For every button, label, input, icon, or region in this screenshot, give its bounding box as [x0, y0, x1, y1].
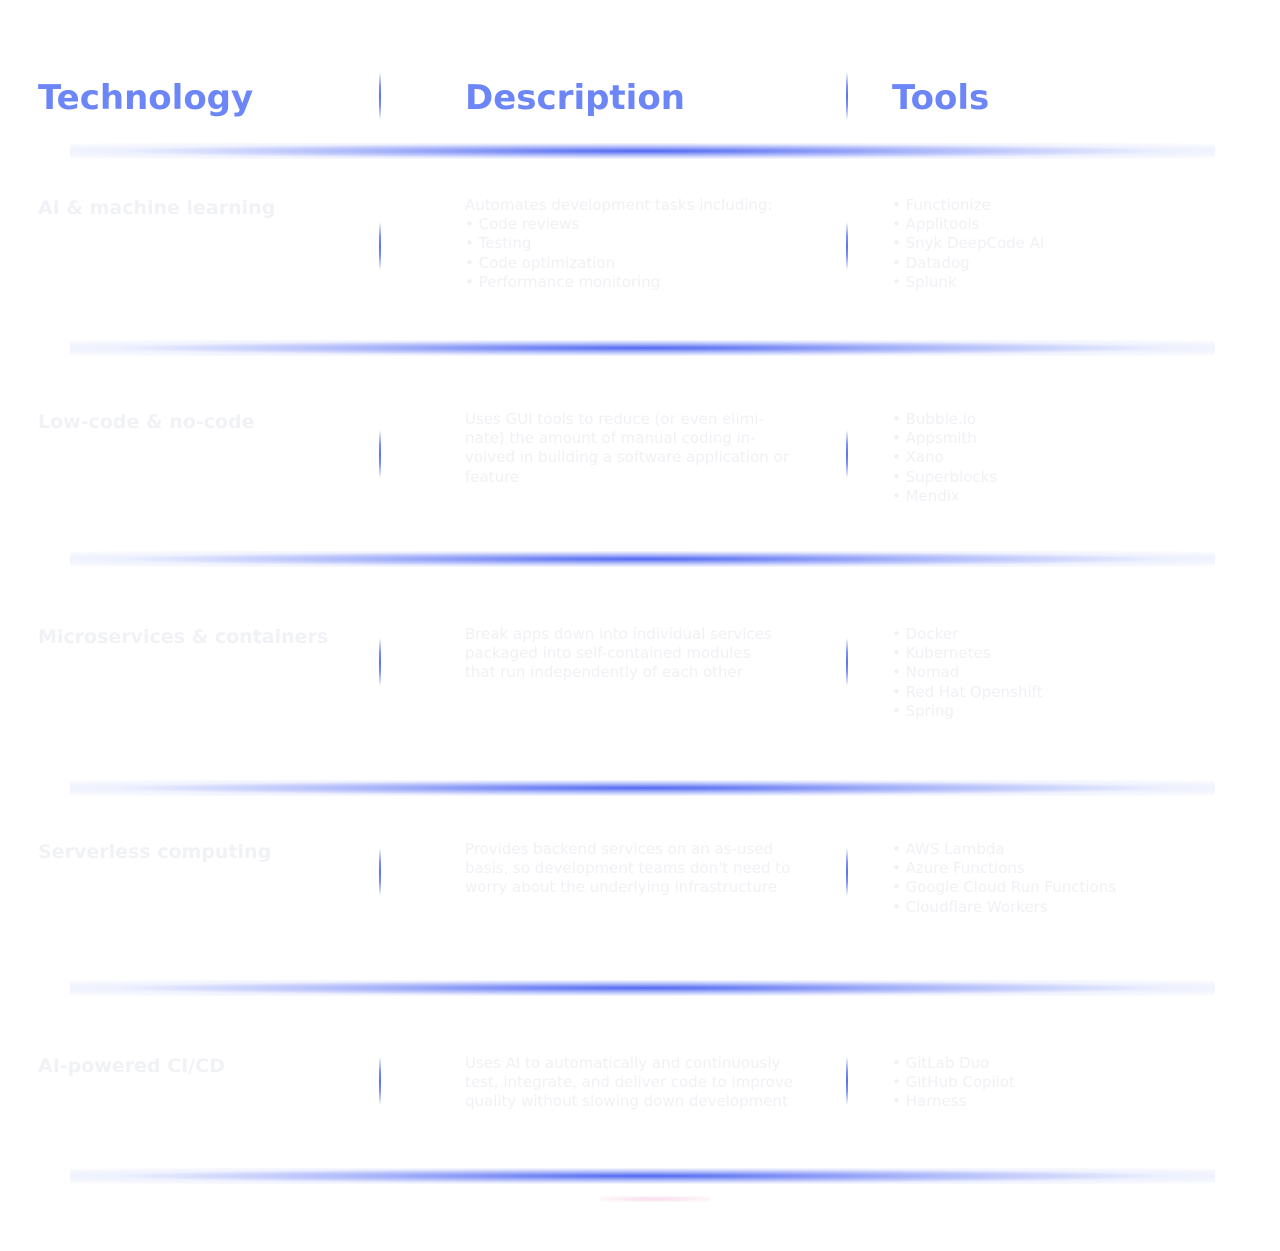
header-description: Description	[465, 78, 685, 118]
description-line: Uses GUI tools to reduce (or even elimi-	[465, 410, 764, 428]
column-divider	[379, 72, 381, 120]
tool-list: • AWS Lambda • Azure Functions • Google …	[892, 840, 1252, 917]
technology-description: Provides backend services on an as-used …	[465, 840, 815, 898]
technology-description: Uses GUI tools to reduce (or even elimi-…	[465, 410, 815, 487]
technology-description: Break apps down into individual services…	[465, 625, 815, 683]
tool-list: • Bubble.io • Appsmith • Xano • Superblo…	[892, 410, 1252, 506]
description-line: test, integrate, and deliver code to imp…	[465, 1073, 793, 1092]
column-divider	[379, 638, 381, 686]
row-divider	[70, 143, 1215, 159]
tool-item: • Functionize	[892, 196, 991, 214]
column-divider	[846, 430, 848, 478]
technology-name: Microservices & containers	[38, 626, 329, 648]
tool-item: • Xano	[892, 448, 944, 467]
tool-list: • GitLab Duo • GitHub Copilot • Harness	[892, 1054, 1252, 1112]
tool-list: • Docker • Kubernetes • Nomad • Red Hat …	[892, 625, 1252, 721]
row-divider	[70, 340, 1215, 356]
tool-item: • Harness	[892, 1092, 967, 1111]
description-line: • Performance monitoring	[465, 272, 661, 291]
column-divider	[379, 1057, 381, 1105]
tool-item: • AWS Lambda	[892, 840, 1005, 858]
row-divider	[70, 780, 1215, 796]
tool-item: • Applitools	[892, 215, 980, 234]
tool-item: • Bubble.io	[892, 410, 976, 428]
description-line: quality without slowing down development	[465, 1092, 788, 1111]
decorative-glow	[600, 1196, 710, 1202]
technology-name: Low-code & no-code	[38, 411, 255, 433]
column-divider	[846, 72, 848, 120]
technology-description: Uses AI to automatically and continuousl…	[465, 1054, 815, 1112]
column-divider	[846, 1057, 848, 1105]
column-divider	[379, 430, 381, 478]
description-line: basis, so development teams don't need t…	[465, 859, 791, 878]
description-line: Provides backend services on an as-used	[465, 840, 774, 858]
tool-item: • GitLab Duo	[892, 1054, 990, 1072]
tool-item: • Snyk DeepCode AI	[892, 234, 1045, 253]
tool-item: • Cloudflare Workers	[892, 897, 1048, 916]
tool-item: • Azure Functions	[892, 859, 1025, 878]
technology-description: Automates development tasks including: •…	[465, 196, 815, 292]
column-divider	[379, 222, 381, 270]
description-line: Uses AI to automatically and continuousl…	[465, 1054, 781, 1072]
table-header: Technology Description Tools	[0, 0, 1280, 150]
tool-list: • Functionize • Applitools • Snyk DeepCo…	[892, 196, 1252, 292]
row-divider	[70, 551, 1215, 567]
tool-item: • Splunk	[892, 272, 957, 291]
header-technology: Technology	[38, 78, 254, 118]
technology-name: AI & machine learning	[38, 197, 276, 219]
tool-item: • Appsmith	[892, 429, 977, 448]
row-divider	[70, 980, 1215, 996]
row-divider	[70, 1168, 1215, 1184]
tool-item: • Spring	[892, 701, 955, 720]
description-line: • Testing	[465, 234, 532, 253]
tool-item: • Google Cloud Run Functions	[892, 878, 1117, 897]
column-divider	[846, 848, 848, 896]
tool-item: • Kubernetes	[892, 644, 991, 663]
description-line: that run independently of each other	[465, 663, 743, 682]
description-line: packaged into self-contained modules	[465, 644, 751, 663]
technology-name: AI-powered CI/CD	[38, 1055, 225, 1077]
header-tools: Tools	[892, 78, 990, 118]
description-line: volved in building a software applicatio…	[465, 448, 789, 467]
tool-item: • Superblocks	[892, 467, 998, 486]
description-line: Break apps down into individual services	[465, 625, 772, 643]
tool-item: • GitHub Copilot	[892, 1073, 1015, 1092]
tool-item: • Docker	[892, 625, 959, 643]
tool-item: • Nomad	[892, 663, 960, 682]
description-line: • Code reviews	[465, 215, 580, 234]
description-line: Automates development tasks including:	[465, 196, 773, 214]
tool-item: • Datadog	[892, 253, 970, 272]
description-line: nate) the amount of manual coding in-	[465, 429, 756, 448]
technology-name: Serverless computing	[38, 841, 272, 863]
tool-item: • Mendix	[892, 486, 960, 505]
tool-item: • Red Hat Openshift	[892, 682, 1043, 701]
description-line: • Code optimization	[465, 253, 616, 272]
description-line: feature	[465, 467, 520, 486]
column-divider	[846, 638, 848, 686]
column-divider	[379, 848, 381, 896]
column-divider	[846, 222, 848, 270]
description-line: worry about the underlying infrastructur…	[465, 878, 777, 897]
